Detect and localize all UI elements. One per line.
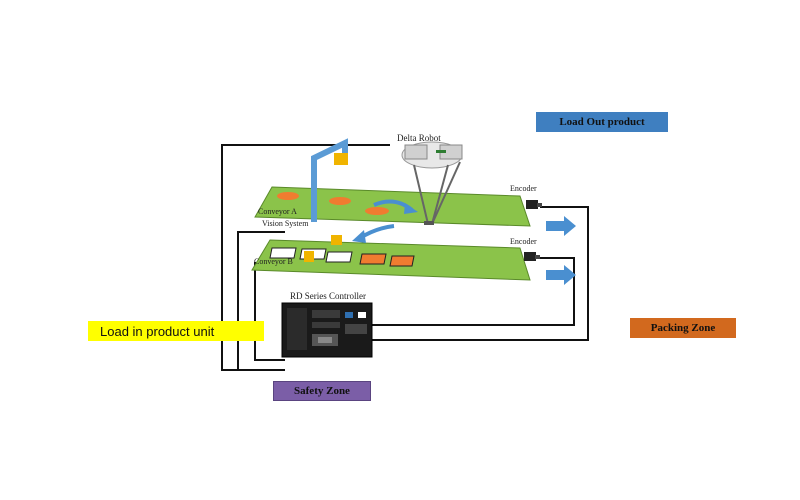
camera-icon <box>334 153 348 165</box>
encoder-a-icon <box>526 200 542 209</box>
conveyor-a <box>254 186 531 227</box>
encoder-a-wire <box>365 206 589 341</box>
conveyor-a-belt <box>254 186 531 227</box>
vision-system <box>304 138 348 262</box>
rd-controller <box>281 302 373 358</box>
product-tray <box>269 247 297 259</box>
safety-zone-label: Safety Zone <box>294 385 350 397</box>
robot-to-controller-wire <box>221 144 390 371</box>
packing-zone-label: Packing Zone <box>650 322 716 334</box>
load-out-product-box: Load Out product <box>536 112 668 132</box>
encoder-b-icon <box>524 252 540 261</box>
conveyor-b-wire <box>254 262 285 361</box>
product <box>277 192 299 200</box>
packing-zone-box: Packing Zone <box>630 318 736 338</box>
conveyor-a-label: Conveyor A <box>258 207 297 216</box>
product <box>365 207 389 215</box>
place-arrow <box>358 224 395 240</box>
vision-frame <box>311 138 348 222</box>
load-out-product-label: Load Out product <box>559 116 645 128</box>
robot-gripper <box>424 221 434 225</box>
product-tray-filled <box>389 255 415 267</box>
load-in-product-box: Load in product unit <box>88 321 264 341</box>
conveyor-b <box>251 239 531 281</box>
sensor-icon <box>331 235 342 245</box>
delta-robot-label: Delta Robot <box>397 133 441 143</box>
sensor-icon <box>304 251 314 262</box>
vision-system-label: Vision System <box>262 219 309 228</box>
output-arrow-a <box>546 216 576 236</box>
conveyor-b-label: Conveyor B <box>254 257 293 266</box>
rd-controller-label: RD Series Controller <box>290 291 366 301</box>
safety-zone-box: Safety Zone <box>273 381 371 401</box>
product <box>329 197 351 205</box>
encoder-b-label: Encoder <box>510 237 537 246</box>
delta-robot <box>401 141 463 225</box>
wiring <box>221 144 589 371</box>
encoder-a-label: Encoder <box>510 184 537 193</box>
load-in-product-label: Load in product unit <box>100 323 215 339</box>
product-tray <box>325 251 353 263</box>
encoder-b-wire <box>370 257 575 326</box>
robot-motor <box>404 144 428 160</box>
product-tray-filled <box>359 253 387 265</box>
output-arrow-b <box>546 265 576 285</box>
